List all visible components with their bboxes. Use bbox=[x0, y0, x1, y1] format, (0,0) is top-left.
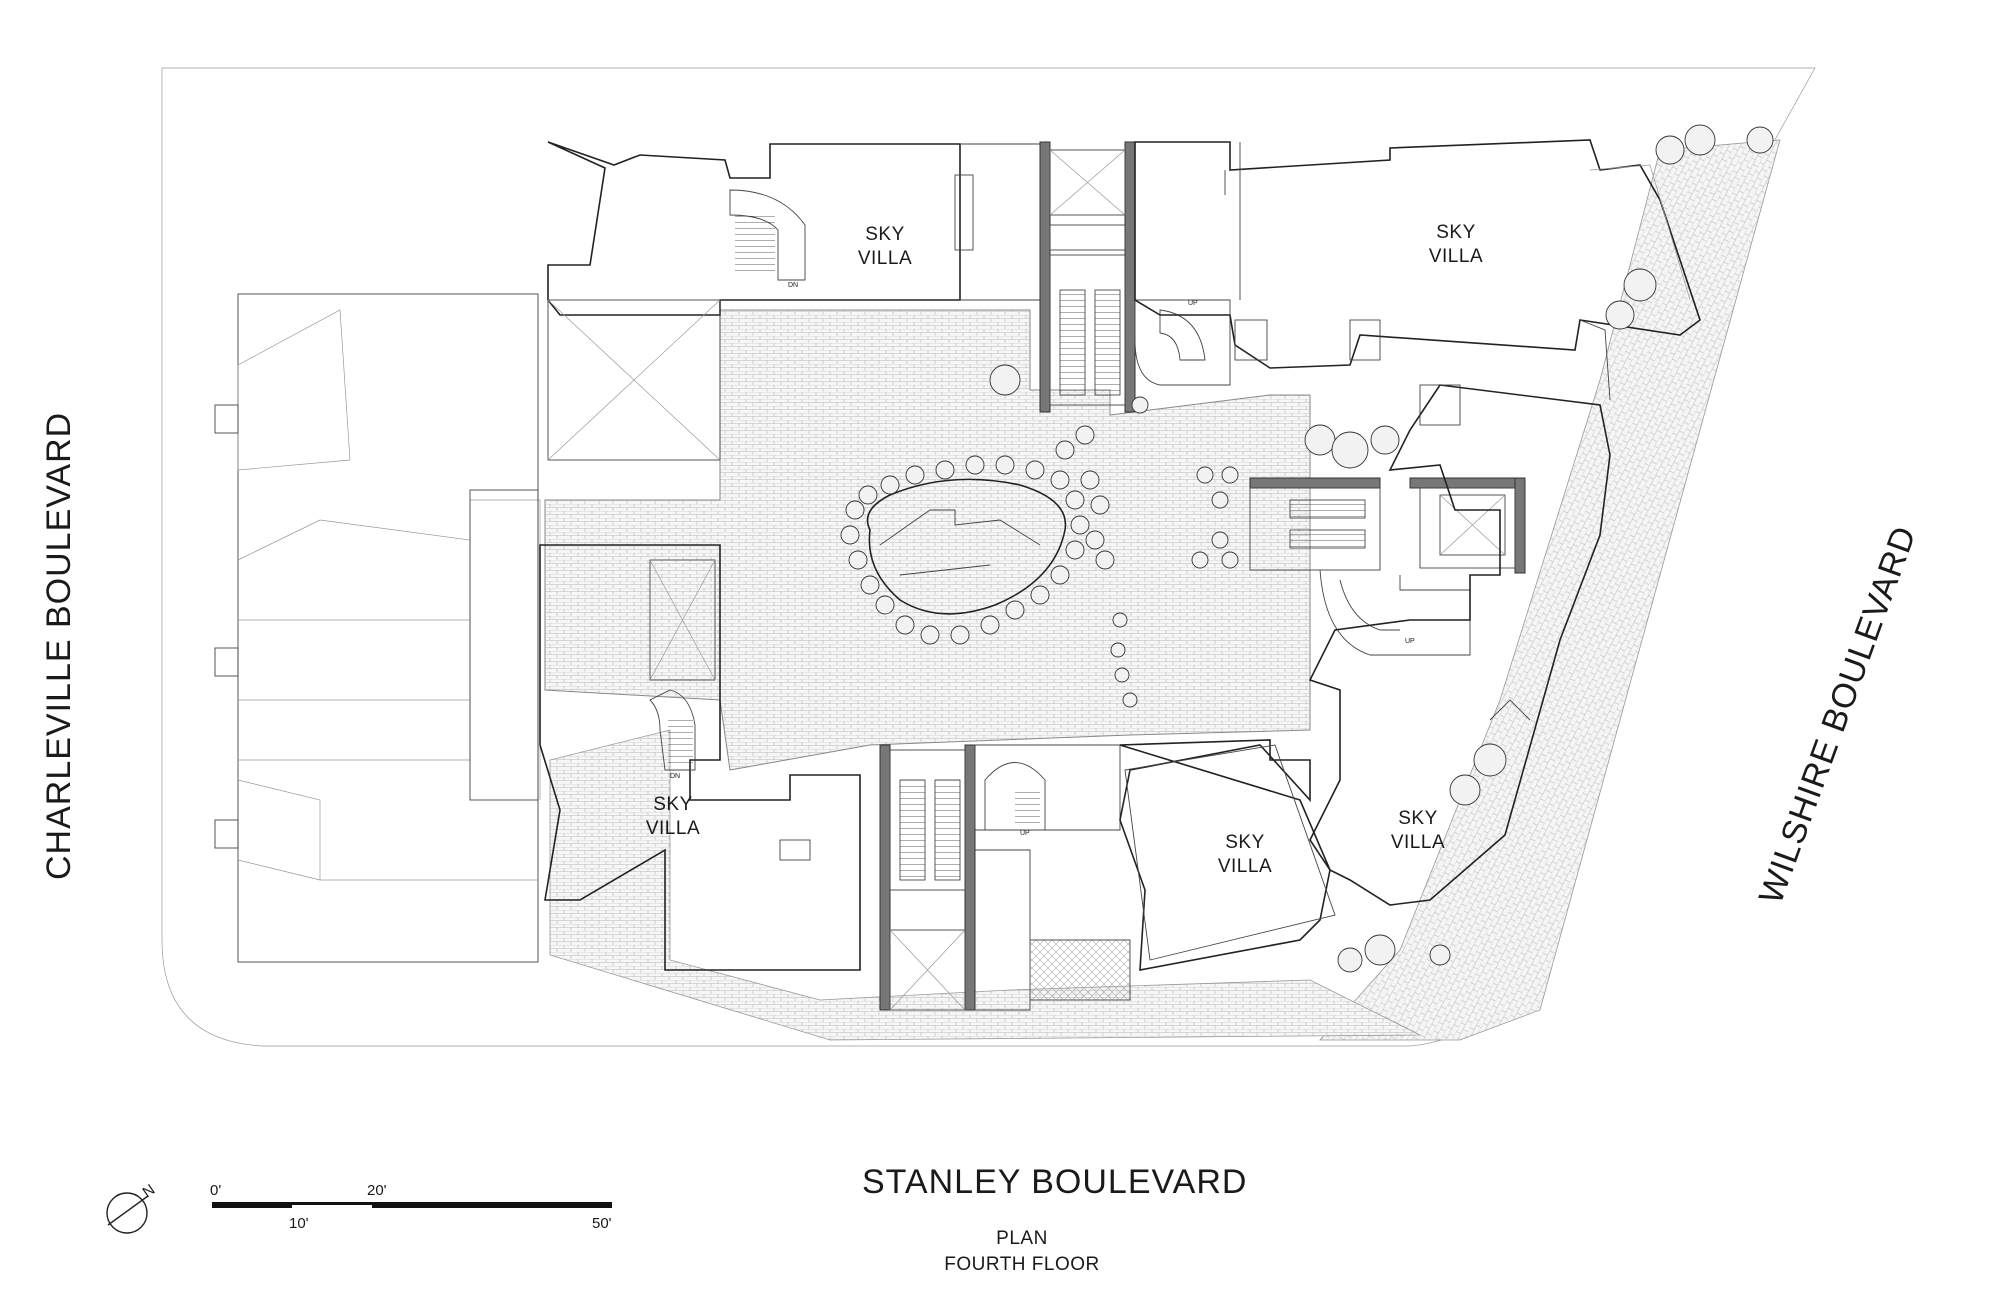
svg-text:VILLA: VILLA bbox=[858, 248, 912, 269]
scale-bar: 0' 10' 20' 50' bbox=[210, 1182, 612, 1232]
svg-text:VILLA: VILLA bbox=[1391, 832, 1445, 853]
stair-mark-up-east: UP bbox=[1405, 638, 1415, 645]
sky-villa-label-northwest: SKY VILLA bbox=[858, 224, 912, 269]
building-northeast bbox=[1134, 139, 1701, 369]
sky-villa-label-south: SKY VILLA bbox=[1218, 832, 1272, 877]
street-label-south: STANLEY BOULEVARD bbox=[862, 1163, 1247, 1201]
paving-south bbox=[549, 729, 1421, 1041]
stair-mark-dn-southwest: DN bbox=[670, 773, 680, 780]
core-south bbox=[879, 744, 1131, 1011]
svg-text:VILLA: VILLA bbox=[1429, 246, 1483, 267]
svg-text:SKY: SKY bbox=[1398, 808, 1438, 829]
building-northwest bbox=[547, 141, 1041, 461]
planting bbox=[840, 124, 1774, 973]
courtyard-paving bbox=[544, 309, 1311, 771]
scale-label-20: 20' bbox=[367, 1182, 387, 1199]
paving-east bbox=[1319, 139, 1781, 1041]
adjacent-building bbox=[214, 293, 541, 963]
building-southwest bbox=[539, 544, 861, 971]
scale-label-10: 10' bbox=[289, 1215, 309, 1232]
svg-text:VILLA: VILLA bbox=[646, 818, 700, 839]
building-south bbox=[1119, 739, 1336, 971]
stair-mark-up-south: UP bbox=[1020, 830, 1030, 837]
street-label-east: WILSHIRE BOULEVARD bbox=[1752, 521, 1924, 909]
svg-text:SKY: SKY bbox=[653, 794, 693, 815]
svg-text:SKY: SKY bbox=[1225, 832, 1265, 853]
sky-villa-label-east: SKY VILLA bbox=[1391, 808, 1445, 853]
building-east bbox=[1308, 319, 1611, 906]
street-label-west: CHARLEVILLE BOULEVARD bbox=[40, 412, 78, 880]
courtyard-pool bbox=[866, 478, 1067, 615]
sky-villa-label-southwest: SKY VILLA bbox=[646, 794, 700, 839]
sky-villa-label-northeast: SKY VILLA bbox=[1429, 222, 1483, 267]
stair-mark-dn-northwest: DN bbox=[788, 282, 798, 289]
core-east bbox=[1249, 477, 1526, 656]
svg-text:SKY: SKY bbox=[1436, 222, 1476, 243]
drawing-title: PLAN bbox=[996, 1228, 1048, 1249]
svg-text:N: N bbox=[140, 1181, 159, 1201]
scale-label-50: 50' bbox=[592, 1215, 612, 1232]
svg-text:VILLA: VILLA bbox=[1218, 856, 1272, 877]
scale-label-0: 0' bbox=[210, 1182, 221, 1199]
svg-text:SKY: SKY bbox=[865, 224, 905, 245]
stair-mark-up-north: UP bbox=[1188, 300, 1198, 307]
drawing-subtitle: FOURTH FLOOR bbox=[944, 1254, 1100, 1275]
north-arrow: N bbox=[106, 1181, 159, 1234]
